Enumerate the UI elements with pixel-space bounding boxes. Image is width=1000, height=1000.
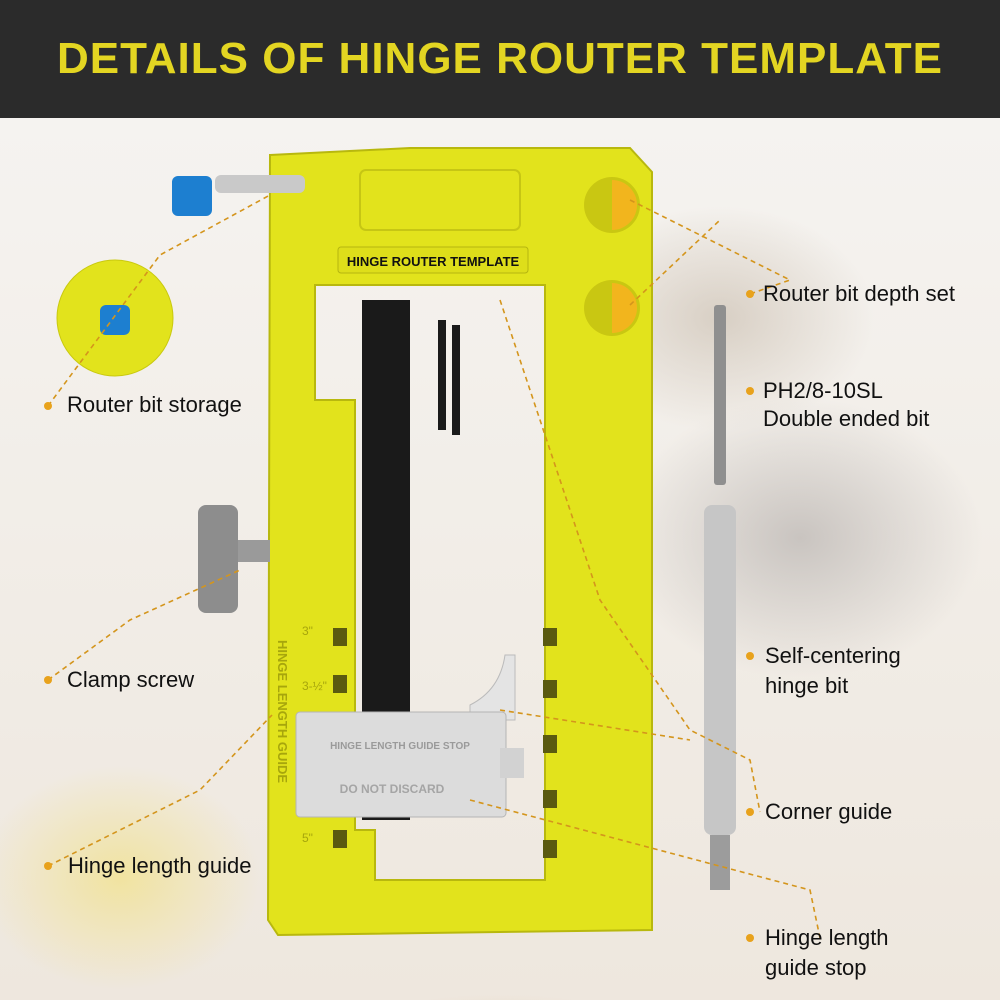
- callout-clamp-screw: Clamp screw: [67, 667, 195, 692]
- callout-self-centering-1: Self-centering: [765, 643, 901, 668]
- callout-dot: [44, 676, 52, 684]
- callout-hinge-length-guide: Hinge length guide: [68, 853, 252, 878]
- callout-stop-2: guide stop: [765, 955, 867, 980]
- stop-label-2: DO NOT DISCARD: [340, 782, 445, 796]
- callout-stop-1: Hinge length: [765, 925, 889, 950]
- mark-3: 3": [302, 624, 313, 638]
- callout-double-bit-1: PH2/8-10SL: [763, 378, 883, 403]
- self-centering-bit: [704, 505, 736, 835]
- mark-5: 5": [302, 831, 313, 845]
- plate-label: HINGE ROUTER TEMPLATE: [347, 254, 520, 269]
- callout-dot: [44, 402, 52, 410]
- side-label: HINGE LENGTH GUIDE: [275, 640, 290, 783]
- callout-dot: [746, 934, 754, 942]
- corner-guide: [469, 654, 516, 721]
- stop-label-1: HINGE LENGTH GUIDE STOP: [330, 741, 470, 752]
- clamp-screw-knob: [198, 505, 238, 613]
- callout-double-bit-2: Double ended bit: [763, 406, 930, 431]
- callout-corner-guide: Corner guide: [765, 799, 893, 824]
- callout-dot: [746, 808, 754, 816]
- callout-dot: [44, 862, 52, 870]
- callout-dot: [746, 387, 754, 395]
- label-recess: [359, 169, 521, 231]
- header-banner: DETAILS OF HINGE ROUTER TEMPLATE: [0, 0, 1000, 118]
- callout-router-bit-depth-set: Router bit depth set: [763, 281, 956, 306]
- plate-label-box: [337, 246, 529, 274]
- mark-3-5: 3-½": [302, 679, 327, 693]
- callout-self-centering-2: hinge bit: [765, 673, 849, 698]
- double-ended-bit: [714, 305, 726, 485]
- callout-dot: [746, 290, 754, 298]
- page-title: DETAILS OF HINGE ROUTER TEMPLATE: [57, 34, 943, 83]
- callout-dot: [746, 652, 754, 660]
- router-bit: [215, 175, 305, 193]
- callout-router-bit-storage: Router bit storage: [67, 392, 242, 417]
